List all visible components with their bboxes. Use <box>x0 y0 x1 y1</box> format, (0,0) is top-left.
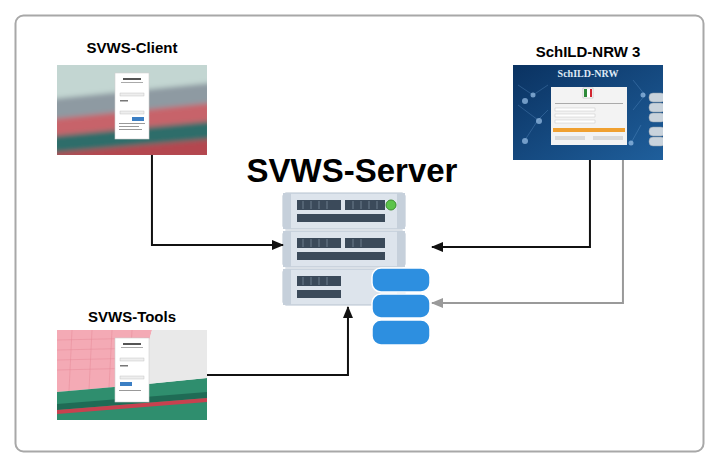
schild-box: SchILD-NRW 3 <box>513 65 663 160</box>
client-box: SVWS-Client <box>57 65 207 155</box>
tools-box: SVWS-Tools <box>57 330 207 420</box>
database-symbol <box>372 268 430 345</box>
node-heading: SchILD-NRW 3 <box>488 43 688 60</box>
node-heading: SVWS-Tools <box>32 308 232 325</box>
schild-picture <box>513 65 663 160</box>
outer-frame <box>16 16 704 452</box>
node-heading: SVWS-Client <box>32 39 232 56</box>
connector-arrow <box>432 160 623 303</box>
server-box: SVWS-Server <box>283 160 432 307</box>
tools-picture <box>57 330 207 420</box>
connector-arrow <box>207 307 348 375</box>
node-heading: SVWS-Server <box>222 152 482 190</box>
client-picture <box>57 65 207 155</box>
screen-title: SchILD-NRW <box>551 68 625 79</box>
